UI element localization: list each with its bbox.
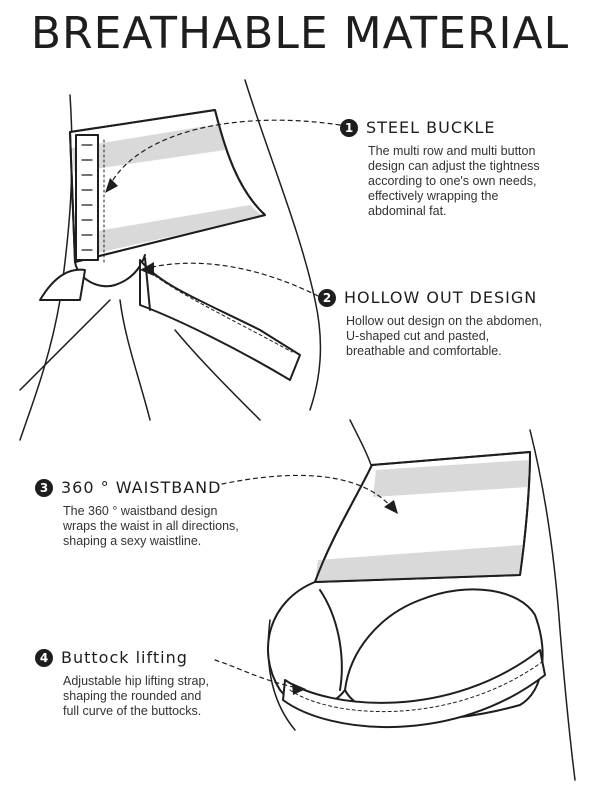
feature-title: 360 ° WAISTBAND: [61, 478, 222, 497]
feature-360-waistband: 3 360 ° WAISTBAND The 360 ° waistband des…: [35, 477, 285, 549]
feature-description: Hollow out design on the abdomen, U-shap…: [346, 314, 542, 358]
feature-title: HOLLOW OUT DESIGN: [344, 288, 538, 307]
feature-hollow-out-design: 2 HOLLOW OUT DESIGN Hollow out design on …: [318, 287, 593, 359]
number-badge: 1: [340, 118, 358, 137]
feature-description: The 360 ° waistband design wraps the wai…: [63, 504, 239, 548]
number-badge: 4: [35, 648, 53, 667]
back-figure: [266, 419, 576, 781]
feature-buttock-lifting: 4 Buttock lifting Adjustable hip lifting …: [35, 647, 285, 719]
number-badge: 3: [35, 478, 53, 497]
feature-title: STEEL BUCKLE: [366, 118, 496, 137]
page-title: BREATHABLE MATERIAL: [30, 8, 570, 59]
feature-steel-buckle: 1 STEEL BUCKLE The multi row and multi bu…: [340, 117, 590, 219]
feature-description: Adjustable hip lifting strap, shaping th…: [63, 674, 209, 718]
number-badge: 2: [318, 288, 336, 307]
front-figure: [19, 79, 322, 441]
feature-title: Buttock lifting: [61, 648, 188, 667]
feature-description: The multi row and multi button design ca…: [368, 144, 540, 218]
